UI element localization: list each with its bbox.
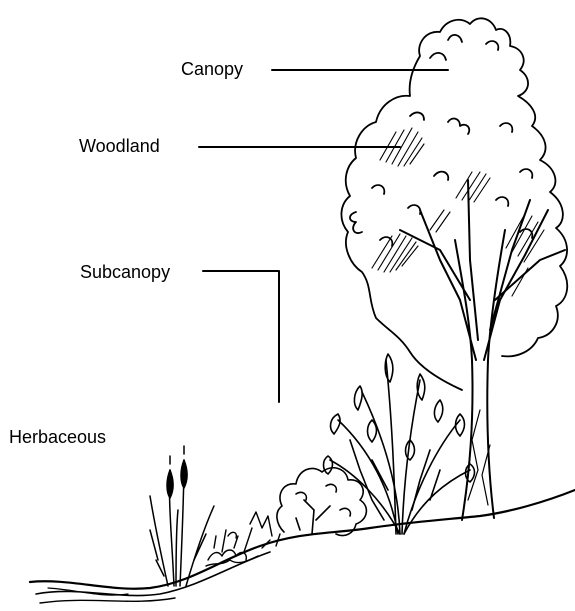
herbaceous-plants xyxy=(206,512,280,566)
cattail-reeds xyxy=(150,446,214,586)
crown-hatching xyxy=(372,128,544,296)
label-subcanopy: Subcanopy xyxy=(80,263,170,281)
tree-trunk xyxy=(400,180,565,520)
tall-grass-shrub xyxy=(324,354,475,534)
tree-crown xyxy=(341,18,567,390)
label-herbaceous: Herbaceous xyxy=(9,428,106,446)
subcanopy-leader-line xyxy=(203,271,279,402)
label-woodland: Woodland xyxy=(79,137,160,155)
small-bush xyxy=(277,468,366,536)
label-canopy: Canopy xyxy=(181,60,243,78)
